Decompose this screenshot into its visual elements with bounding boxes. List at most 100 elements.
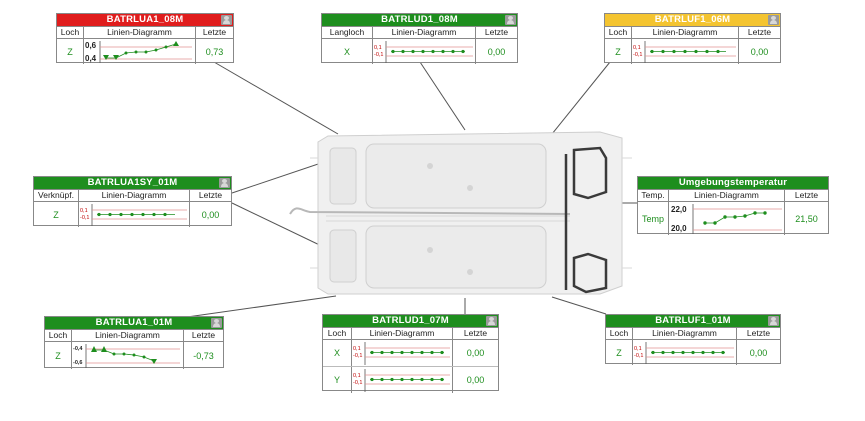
y-min-label: -0,1 (353, 380, 362, 386)
last-value: 0,73 (195, 39, 233, 64)
column-header: Loch Linien-Diagramm Letzte (45, 330, 223, 342)
column-header: Langloch Linien-Diagramm Letzte (322, 27, 517, 39)
y-min-label: 20,0 (671, 224, 687, 233)
table-row[interactable]: X 0,1 -0,1 0,00 (322, 39, 517, 64)
col-temp: Temp. (641, 190, 665, 200)
column-header: Verknüpf. Linien-Diagramm Letzte (34, 190, 231, 202)
y-max-label: -0,4 (73, 346, 83, 352)
line-chart: 0,1 -0,1 (632, 340, 736, 365)
col-letzte: Letzte (738, 27, 780, 38)
col-loch: Loch (60, 27, 80, 37)
user-icon[interactable] (768, 15, 779, 25)
col-linien-diagramm: Linien-Diagramm (668, 190, 784, 201)
panel-title-bar: BATRLUD1_07M (323, 315, 498, 328)
panel-batrluf1-06m[interactable]: BATRLUF1_06M Loch Linien-Diagramm Letzte… (604, 13, 781, 64)
y-max-label: 0,1 (353, 346, 361, 352)
column-header: Loch Linien-Diagramm Letzte (323, 328, 498, 340)
table-row[interactable]: Z 0,1 -0,1 0,00 (606, 340, 780, 365)
col-linien-diagramm: Linien-Diagramm (632, 328, 736, 339)
y-min-label: 0,4 (85, 54, 97, 63)
table-row[interactable]: Z -0,4 -0,6 -0,73 (45, 342, 223, 369)
y-max-label: 0,1 (633, 45, 641, 51)
col-linien-diagramm: Linien-Diagramm (351, 328, 452, 339)
table-row[interactable]: X 0,1 -0,1 0,00 (323, 340, 498, 367)
col-loch: Loch (48, 330, 68, 340)
table-row[interactable]: Z 0,6 0,4 0,73 (57, 39, 233, 64)
panel-batrluf1-01m[interactable]: BATRLUF1_01M Loch Linien-Diagramm Letzte… (605, 314, 781, 365)
user-icon[interactable] (211, 318, 222, 328)
axis-label: X (343, 46, 350, 57)
panel-umgebungstemperatur[interactable]: Umgebungstemperatur Temp. Linien-Diagram… (637, 176, 829, 235)
table-row[interactable]: Y 0,1 -0,1 0,00 (323, 367, 498, 393)
user-icon[interactable] (505, 15, 516, 25)
line-chart: -0,4 -0,6 (71, 342, 183, 369)
panel-batrlud1-08m[interactable]: BATRLUD1_08M Langloch Linien-Diagramm Le… (321, 13, 518, 64)
y-max-label: 22,0 (671, 205, 687, 214)
col-loch: Loch (327, 328, 347, 338)
column-header: Loch Linien-Diagramm Letzte (606, 328, 780, 340)
panel-title: Umgebungstemperatur (678, 177, 788, 188)
panel-batrlua1-01m[interactable]: BATRLUA1_01M Loch Linien-Diagramm Letzte… (44, 316, 224, 369)
panel-batrlua1sy-01m[interactable]: BATRLUA1SY_01M Verknüpf. Linien-Diagramm… (33, 176, 232, 227)
panel-title-bar: Umgebungstemperatur (638, 177, 828, 190)
col-letzte: Letzte (784, 190, 828, 201)
y-min-label: -0,1 (633, 52, 642, 58)
last-value: 0,00 (452, 340, 498, 366)
y-max-label: 0,1 (353, 373, 361, 379)
panel-title: BATRLUF1_06M (654, 14, 731, 25)
col-langloch: Langloch (329, 27, 365, 37)
panel-title: BATRLUA1_01M (95, 317, 173, 328)
col-linien-diagramm: Linien-Diagramm (71, 330, 183, 341)
y-max-label: 0,1 (634, 346, 642, 352)
panel-title: BATRLUD1_07M (372, 315, 449, 326)
line-chart: 0,1 -0,1 (78, 202, 189, 227)
axis-label: Z (615, 46, 621, 57)
col-verknuepf: Verknüpf. (38, 190, 74, 200)
axis-label: Y (333, 375, 340, 385)
last-value: -0,73 (183, 342, 223, 369)
table-row[interactable]: Z 0,1 -0,1 0,00 (605, 39, 780, 64)
col-letzte: Letzte (475, 27, 517, 38)
y-max-label: 0,1 (374, 45, 382, 51)
panel-title: BATRLUA1_08M (106, 14, 184, 25)
axis-label: Z (53, 209, 59, 220)
panel-title: BATRLUA1SY_01M (87, 177, 178, 188)
user-icon[interactable] (219, 178, 230, 188)
col-loch: Loch (608, 27, 628, 37)
panel-batrlud1-07m[interactable]: BATRLUD1_07M Loch Linien-Diagramm Letzte… (322, 314, 499, 393)
table-row[interactable]: Z 0,1 -0,1 0,00 (34, 202, 231, 227)
line-chart: 0,1 -0,1 (372, 39, 475, 64)
user-icon[interactable] (486, 316, 497, 326)
last-value: 0,00 (475, 39, 517, 64)
col-letzte: Letzte (189, 190, 231, 201)
panel-title: BATRLUF1_01M (655, 315, 731, 326)
col-linien-diagramm: Linien-Diagramm (631, 27, 738, 38)
line-chart: 22,0 20,0 (668, 202, 784, 235)
panel-title-bar: BATRLUF1_01M (606, 315, 780, 328)
line-chart: 0,1 -0,1 (631, 39, 738, 64)
axis-label: Temp (641, 213, 664, 224)
y-min-label: -0,6 (73, 360, 82, 366)
col-loch: Loch (609, 328, 629, 338)
y-min-label: -0,1 (80, 215, 89, 221)
panel-batrlua1-08m[interactable]: BATRLUA1_08M Loch Linien-Diagramm Letzte… (56, 13, 234, 64)
line-chart: 0,1 -0,1 (351, 340, 452, 366)
col-linien-diagramm: Linien-Diagramm (78, 190, 189, 201)
col-letzte: Letzte (452, 328, 498, 339)
last-value: 0,00 (738, 39, 780, 64)
panel-title-bar: BATRLUD1_08M (322, 14, 517, 27)
user-icon[interactable] (221, 15, 232, 25)
axis-label: Z (55, 350, 61, 361)
y-min-label: -0,1 (374, 52, 383, 58)
col-letzte: Letzte (183, 330, 223, 341)
column-header: Loch Linien-Diagramm Letzte (605, 27, 780, 39)
last-value: 0,00 (736, 340, 780, 365)
y-max-label: 0,1 (80, 208, 88, 214)
battery-tray-drawing (289, 131, 632, 295)
table-row[interactable]: Temp 22,0 20,0 21,50 (638, 202, 828, 235)
user-icon[interactable] (768, 316, 779, 326)
panel-title-bar: BATRLUA1SY_01M (34, 177, 231, 190)
col-letzte: Letzte (195, 27, 233, 38)
column-header: Temp. Linien-Diagramm Letzte (638, 190, 828, 202)
